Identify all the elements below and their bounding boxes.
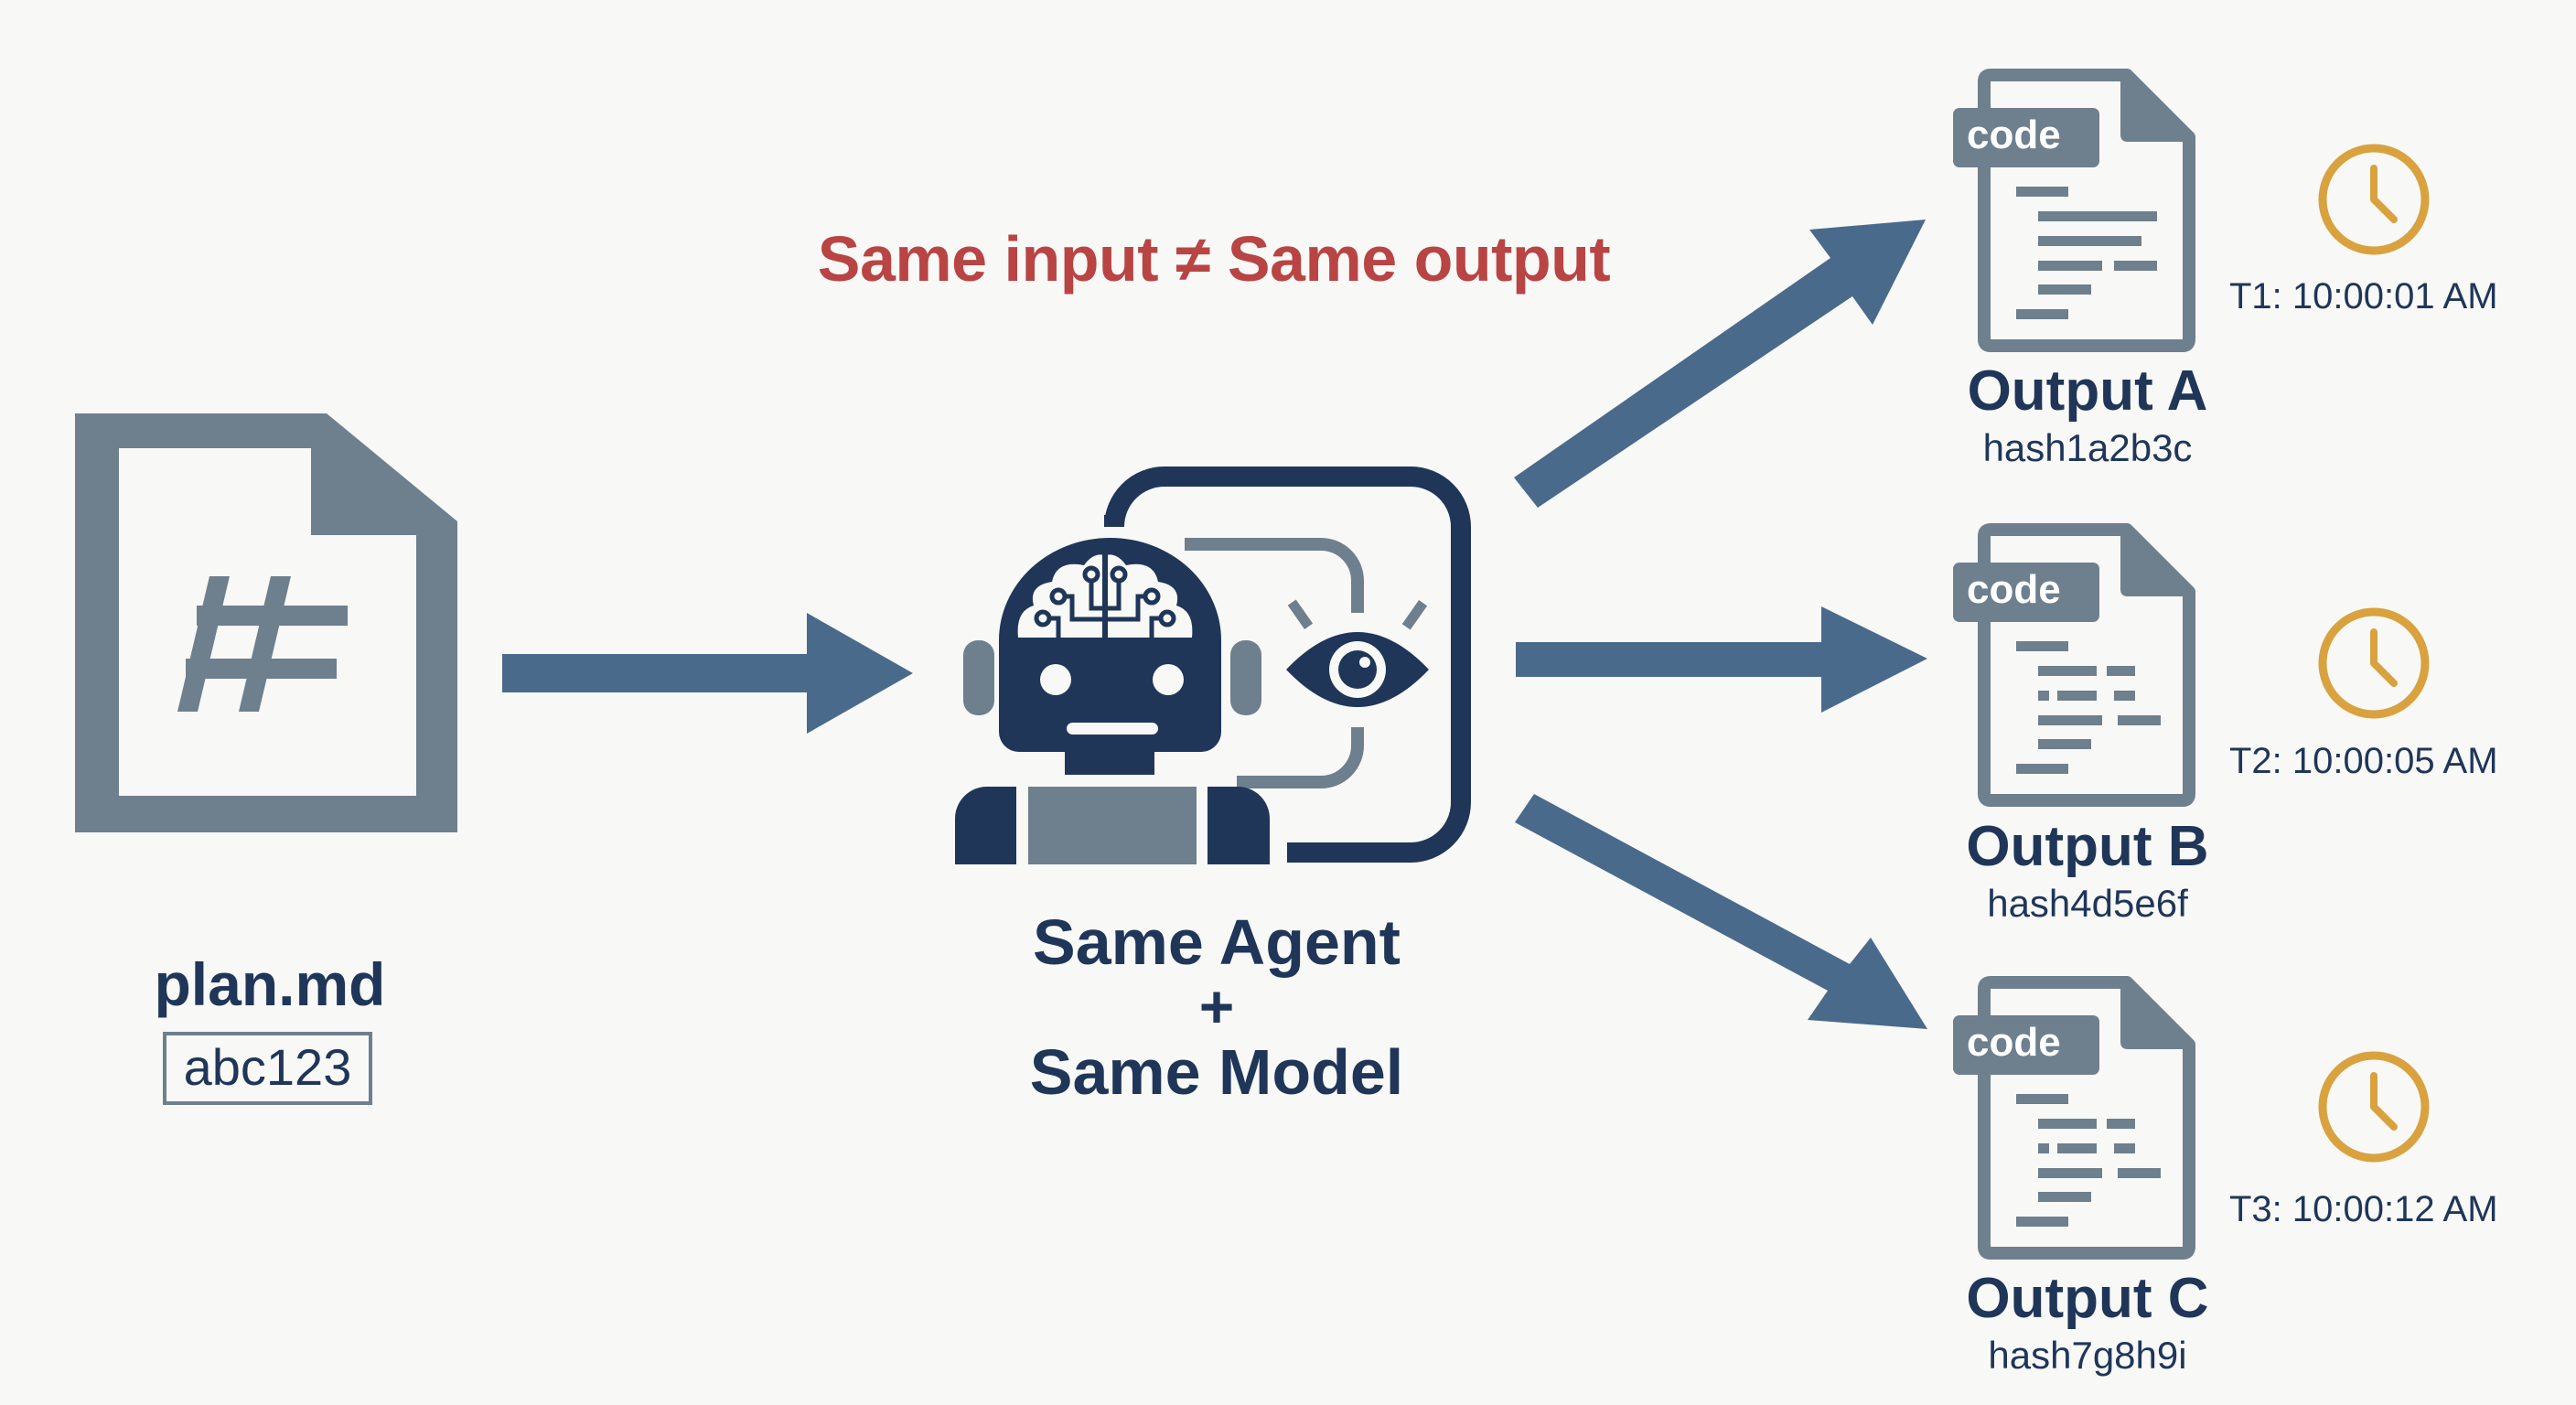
output-hash: hash7g8h9i (1988, 1334, 2187, 1377)
code-tab-label: code (1967, 567, 2061, 612)
output-label: Output B (1966, 815, 2209, 878)
code-tab-label: code (1967, 1020, 2061, 1065)
code-file-outline (1978, 976, 2195, 1260)
arrow-input-to-agent (502, 613, 913, 734)
code-line (2038, 1192, 2091, 1202)
clock-hands (2370, 628, 2398, 687)
code-line (2114, 1143, 2135, 1153)
agent-label: Same Agent (1033, 906, 1401, 978)
code-file-icon (1953, 523, 2195, 807)
output-timestamp: T2: 10:00:05 AM (2229, 741, 2498, 781)
code-file-outline (1978, 69, 2195, 352)
code-line (2038, 261, 2102, 271)
code-line (2016, 187, 2068, 197)
code-line (2057, 1143, 2097, 1153)
code-line (2118, 1168, 2161, 1178)
output-timestamp: T3: 10:00:12 AM (2229, 1189, 2498, 1229)
code-tab (1953, 1015, 2099, 1075)
code-file-corner (2120, 530, 2189, 596)
robot-eye-right (1153, 664, 1184, 695)
clock-face (2318, 607, 2430, 719)
code-tab (1953, 563, 2099, 622)
code-line (2038, 236, 2118, 246)
code-line (2107, 1119, 2135, 1129)
code-line (2038, 666, 2097, 676)
code-line (2107, 666, 2135, 676)
code-line (2114, 261, 2157, 271)
code-tab-label: code (1967, 113, 2061, 157)
code-line (2016, 641, 2068, 651)
clock-face (2318, 144, 2430, 255)
code-file-corner (2120, 982, 2189, 1049)
agent-frame-inner (1185, 538, 1364, 788)
robot-ear-left (963, 640, 994, 715)
arrow-agent-to-output-a (1514, 220, 1926, 508)
input-file-name: plan.md (154, 950, 386, 1018)
input-file-hash-box (163, 1032, 372, 1105)
output-label: Output A (1967, 359, 2208, 423)
brain-circuit-icon (1017, 553, 1193, 639)
arrow-agent-to-output-c (1515, 794, 1927, 1029)
clock-hands (2370, 165, 2398, 223)
output-label: Output C (1966, 1267, 2209, 1330)
robot-shoulder-left (955, 787, 1016, 864)
robot-eye-left (1040, 664, 1071, 695)
robot-torso (1028, 787, 1197, 864)
code-file-corner (2120, 75, 2189, 142)
agent-frame-outer (1104, 467, 1471, 863)
code-line (2038, 284, 2091, 295)
agent-plus-sign: + (1198, 972, 1235, 1040)
clock-icon (2318, 1051, 2430, 1163)
code-line (2057, 691, 2097, 701)
eye-icon (1286, 599, 1429, 707)
code-line (2118, 715, 2161, 725)
code-line (2038, 211, 2157, 221)
robot-mouth (1067, 723, 1158, 735)
hash-glyph-icon (177, 576, 348, 712)
code-line (2038, 715, 2102, 725)
robot-ear-right (1230, 640, 1261, 715)
code-line (2114, 691, 2135, 701)
code-line (2038, 739, 2091, 749)
model-label: Same Model (1029, 1036, 1404, 1108)
code-line (2016, 764, 2068, 774)
code-file-outline (1978, 523, 2195, 807)
clock-hands (2370, 1072, 2398, 1131)
code-file-icon (1953, 976, 2195, 1260)
output-timestamp: T1: 10:00:01 AM (2229, 276, 2498, 316)
output-hash: hash4d5e6f (1987, 882, 2188, 925)
robot-shoulder-right (1208, 787, 1270, 864)
code-line (2118, 236, 2141, 246)
code-line (2038, 1119, 2097, 1129)
clock-face (2318, 1051, 2430, 1163)
output-hash: hash1a2b3c (1982, 426, 2193, 469)
code-file-icon (1953, 69, 2195, 352)
code-tab (1953, 108, 2099, 167)
headline: Same input ≠ Same output (817, 223, 1611, 295)
code-line (2016, 1217, 2068, 1227)
arrow-agent-to-output-b (1516, 606, 1927, 713)
input-file-hash: abc123 (183, 1038, 352, 1096)
code-line (2038, 691, 2049, 701)
code-line (2016, 309, 2068, 319)
clock-icon (2318, 607, 2430, 719)
code-line (2016, 1094, 2068, 1104)
clock-icon (2318, 144, 2430, 255)
code-line (2038, 1143, 2049, 1153)
markdown-file-icon (75, 413, 457, 832)
robot-agent-icon (955, 538, 1270, 864)
code-line (2038, 1168, 2102, 1178)
